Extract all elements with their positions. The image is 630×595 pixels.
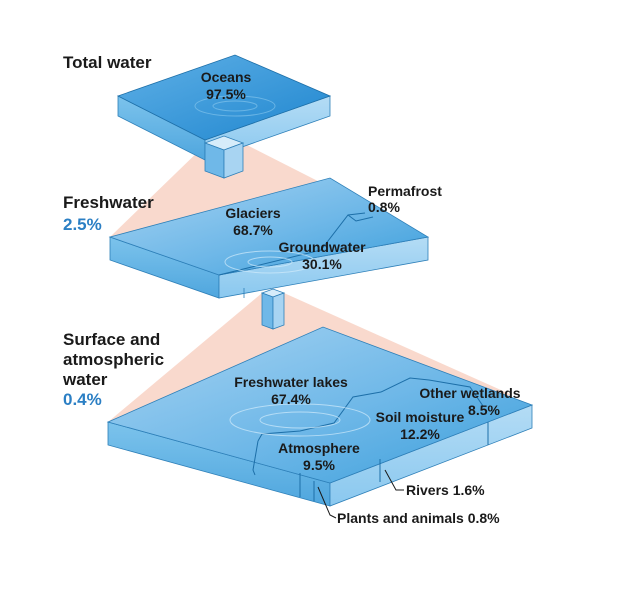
glaciers-percent: 68.7% — [233, 222, 273, 238]
freshwater-lakes-percent: 67.4% — [271, 391, 311, 407]
groundwater-boundary — [218, 212, 366, 276]
plants-animals-label: Plants and animals 0.8% — [337, 510, 500, 526]
oceans-label: Oceans — [201, 69, 252, 85]
freshwater-cube-right — [223, 142, 244, 179]
groundwater-percent: 30.1% — [302, 256, 342, 272]
other-wetlands-percent: 8.5% — [468, 402, 500, 418]
atmosphere-boundary — [252, 440, 259, 476]
atmosphere-percent: 9.5% — [303, 457, 335, 473]
other-wetlands-label: Other wetlands — [419, 385, 520, 401]
surface-cube-left — [261, 292, 274, 330]
freshwater-title: Freshwater — [63, 193, 154, 212]
rivers-label: Rivers 1.6% — [406, 482, 485, 498]
permafrost-boundary — [347, 214, 374, 222]
oceans-percent: 97.5% — [206, 86, 246, 102]
freshwater-slab-top — [108, 177, 430, 276]
surface-title-line1: Surface and — [63, 330, 160, 349]
freshwater-slab — [108, 177, 430, 330]
plants-leader-line — [317, 486, 337, 519]
groundwater-label: Groundwater — [278, 239, 366, 255]
total-water-title: Total water — [63, 53, 152, 72]
atmosphere-label: Atmosphere — [278, 440, 360, 456]
soil-moisture-label: Soil moisture — [376, 409, 465, 425]
glaciers-label: Glaciers — [225, 205, 280, 221]
freshwater-percent: 2.5% — [63, 215, 102, 234]
permafrost-label: Permafrost — [368, 183, 442, 199]
surface-cube-right — [272, 292, 285, 330]
freshwater-lakes-label: Freshwater lakes — [234, 374, 348, 390]
surface-water-slab — [106, 326, 534, 507]
total-water-slab — [116, 54, 332, 179]
permafrost-percent: 0.8% — [368, 199, 400, 215]
surface-percent: 0.4% — [63, 390, 102, 409]
total-slab-top — [116, 54, 332, 141]
soil-moisture-percent: 12.2% — [400, 426, 440, 442]
surface-title-line3: water — [62, 370, 108, 389]
rivers-leader-line — [384, 469, 404, 491]
surface-title-line2: atmospheric — [63, 350, 164, 369]
wetlands-boundary — [380, 377, 484, 407]
